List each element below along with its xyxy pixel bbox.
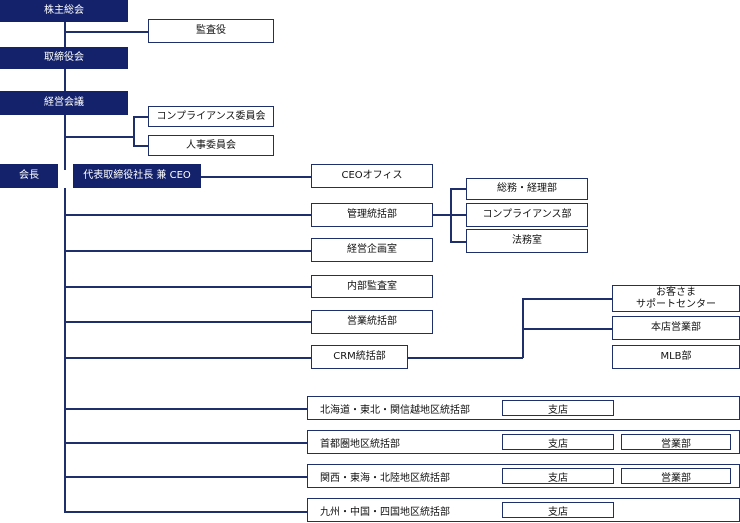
connector-sales (64, 321, 312, 323)
region-label: 首都圏地区統括部 (320, 438, 400, 450)
connector-hr-committee (133, 145, 149, 147)
auditors-box: 監査役 (148, 19, 274, 43)
branch-box: 支店 (502, 434, 614, 450)
shareholders-meeting-box: 株主総会 (0, 0, 128, 22)
branch-box: 支店 (502, 400, 614, 416)
connector-region-1 (64, 408, 307, 410)
head-office-sales-box: 本店営業部 (612, 316, 740, 340)
connector-crm-out (407, 357, 523, 359)
sales-box: 営業統括部 (311, 310, 433, 334)
compliance-dept-box: コンプライアンス部 (466, 203, 588, 227)
connector-committees-h (64, 136, 134, 138)
connector-internal-audit (64, 286, 312, 288)
connector-compliance-committee (133, 116, 149, 118)
branch-box: 支店 (502, 502, 614, 518)
ceo-box: 代表取締役社長 兼 CEO (73, 164, 201, 188)
connector-general-affairs (450, 188, 467, 190)
connector-admin-out (432, 214, 451, 216)
region-row: 九州・中国・四国地区統括部 支店 (307, 498, 740, 522)
connector-legal (450, 241, 467, 243)
hr-committee-box: 人事委員会 (148, 135, 274, 156)
sales-dept-box: 営業部 (621, 434, 731, 450)
branch-box: 支店 (502, 468, 614, 484)
connector-head-office-sales (522, 328, 613, 330)
connector-planning (64, 250, 312, 252)
admin-box: 管理統括部 (311, 203, 433, 227)
connector-region-3 (64, 476, 307, 478)
general-affairs-box: 総務・経理部 (466, 178, 588, 200)
region-row: 首都圏地区統括部 支店 営業部 (307, 430, 740, 454)
board-box: 取締役会 (0, 47, 128, 69)
customer-support-box: お客さま サポートセンター (612, 285, 740, 312)
mlb-box: MLB部 (612, 345, 740, 369)
connector-region-4 (64, 511, 307, 513)
customer-support-label-line-2: サポートセンター (636, 298, 716, 310)
connector-crm (64, 357, 312, 359)
region-label: 九州・中国・四国地区統括部 (320, 506, 450, 518)
internal-audit-box: 内部監査室 (311, 275, 433, 298)
ceo-office-box: CEOオフィス (311, 164, 433, 188)
connector-trunk-main (64, 188, 66, 512)
management-meeting-box: 経営会議 (0, 91, 128, 115)
connector-compliance-dept (450, 214, 467, 216)
region-row: 北海道・東北・関信越地区統括部 支店 (307, 396, 740, 420)
chairman-box: 会長 (0, 164, 58, 188)
connector-region-2 (64, 442, 307, 444)
connector-ceo-office (200, 176, 312, 178)
connector-auditors (64, 31, 149, 33)
compliance-committee-box: コンプライアンス委員会 (148, 106, 274, 127)
crm-box: CRM統括部 (311, 345, 408, 369)
legal-box: 法務室 (466, 229, 588, 253)
sales-dept-box: 営業部 (621, 468, 731, 484)
planning-box: 経営企画室 (311, 238, 433, 262)
region-row: 関西・東海・北陸地区統括部 支店 営業部 (307, 464, 740, 488)
connector-customer-support (522, 298, 613, 300)
customer-support-label-line-1: お客さま (656, 286, 696, 298)
region-label: 関西・東海・北陸地区統括部 (320, 472, 450, 484)
connector-admin (64, 214, 312, 216)
region-label: 北海道・東北・関信越地区統括部 (320, 404, 470, 416)
connector-committees-v (133, 116, 135, 146)
